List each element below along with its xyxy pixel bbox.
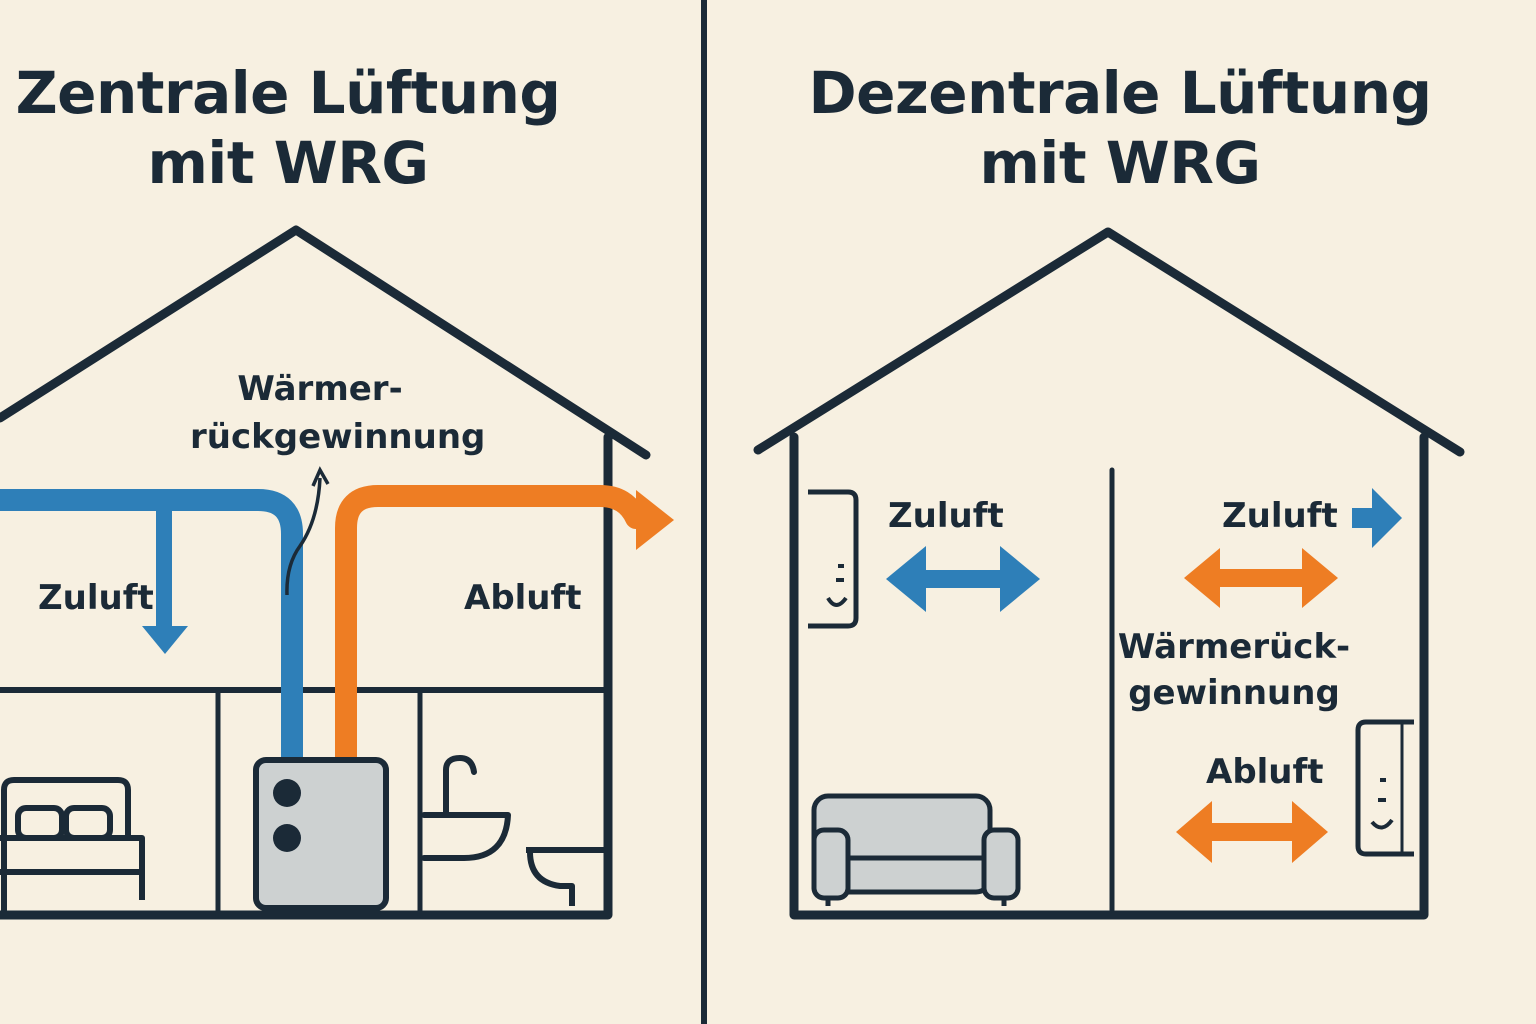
right-heat-recovery-label: Wärmerück- gewinnung — [1114, 624, 1354, 716]
exhaust-arrowhead — [636, 490, 674, 550]
right-exhaust-label: Abluft — [1206, 752, 1324, 792]
heat-recovery-double-arrow — [1184, 548, 1338, 608]
right-title-line2: mit WRG — [979, 129, 1261, 197]
wall-fan-unit-icon-right — [1355, 719, 1414, 857]
left-house-walls — [0, 432, 613, 920]
heat-recovery-pointer — [285, 477, 322, 596]
toilet-icon — [526, 847, 604, 906]
supply-double-arrow-left — [886, 546, 1040, 612]
left-heat-recovery-line2: rückgewinnung — [190, 417, 486, 457]
right-house-roof — [753, 227, 1465, 457]
ventilation-unit-icon — [253, 757, 389, 911]
left-title-line1: Zentrale Lüftung — [15, 59, 561, 127]
left-house — [0, 225, 651, 920]
right-heat-recovery-line1: Wärmerück- — [1117, 627, 1351, 667]
right-title-line1: Dezentrale Lüftung — [808, 59, 1432, 127]
right-house-walls — [789, 432, 1429, 920]
right-title: Dezentrale Lüftung mit WRG — [770, 58, 1470, 198]
right-supply-label-left: Zuluft — [888, 496, 1004, 536]
supply-single-arrow-right — [1352, 488, 1402, 548]
heat-recovery-pointer-head — [311, 466, 330, 487]
left-house-roof — [0, 225, 651, 460]
wall-fan-unit-icon-left — [808, 489, 859, 629]
left-heat-recovery-line1: Wärmer- — [237, 369, 403, 409]
sink-icon — [421, 755, 511, 861]
right-heat-recovery-line2: gewinnung — [1128, 673, 1340, 713]
left-heat-recovery-label: Wärmer- rückgewinnung — [190, 365, 486, 461]
exhaust-double-arrow — [1176, 801, 1328, 863]
right-supply-label-right: Zuluft — [1222, 496, 1338, 536]
left-title: Zentrale Lüftung mit WRG — [0, 58, 638, 198]
bed-icon — [0, 777, 145, 915]
right-house — [753, 227, 1465, 920]
left-title-line2: mit WRG — [147, 129, 429, 197]
exhaust-duct — [335, 485, 647, 760]
sofa-icon — [811, 793, 1021, 906]
supply-arrowhead — [142, 626, 188, 654]
supply-duct — [0, 489, 303, 760]
left-supply-label: Zuluft — [38, 578, 154, 618]
left-exhaust-label: Abluft — [464, 578, 582, 618]
